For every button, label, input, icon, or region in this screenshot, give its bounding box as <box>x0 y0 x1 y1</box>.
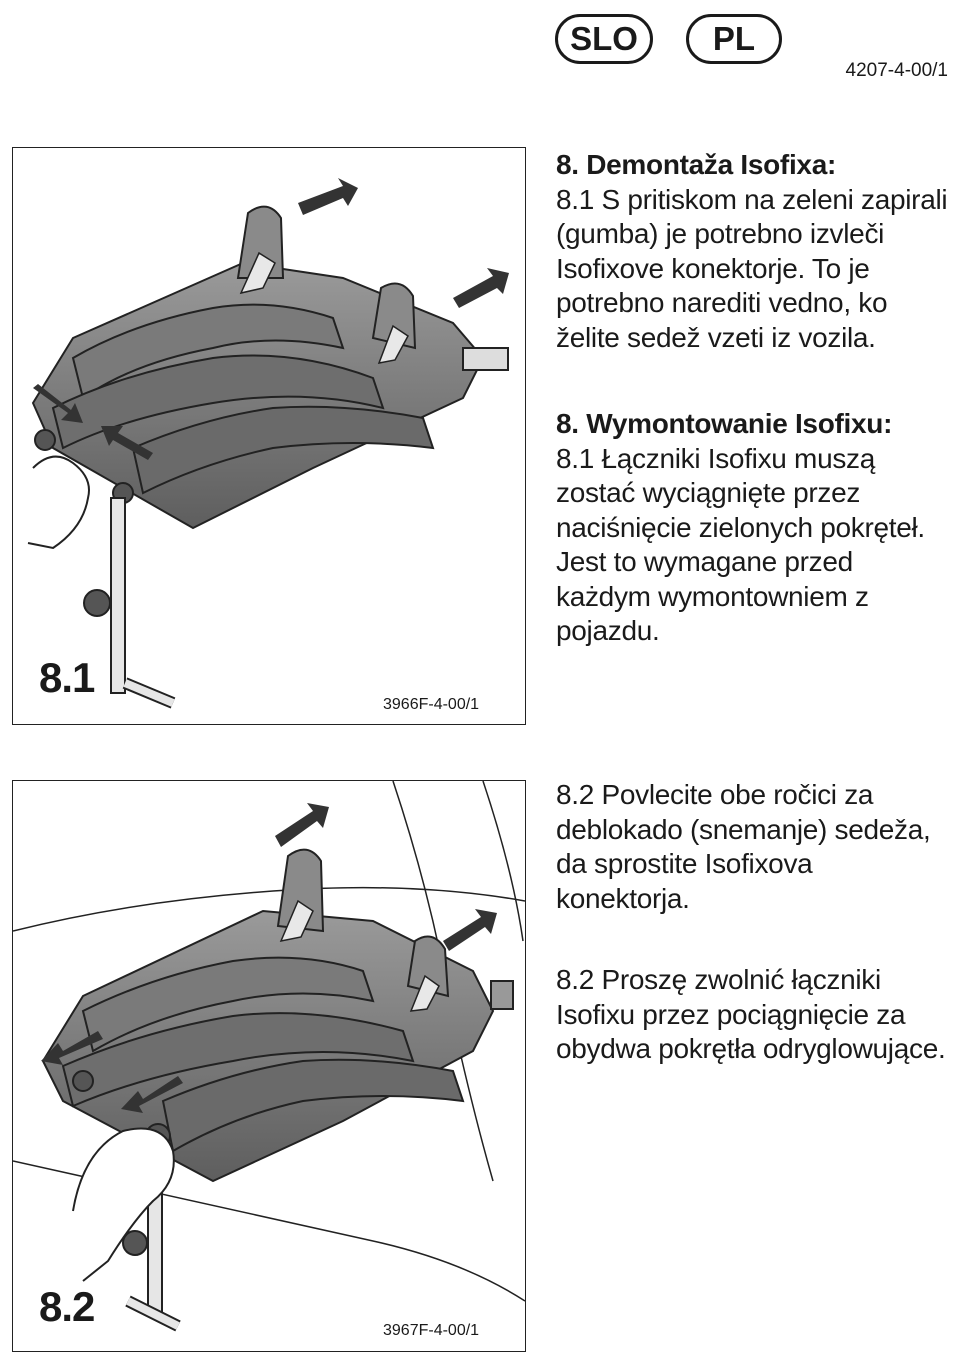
section-slo-8-2: 8.2 Povlecite obe ročici za deblokado (s… <box>556 778 956 916</box>
section-heading: 8. Wymontowanie Isofixu: <box>556 408 893 439</box>
document-number: 4207-4-00/1 <box>845 60 948 81</box>
text-line: zostać wyciągnięte przez <box>556 477 861 508</box>
figure-label: 8.1 <box>39 654 95 701</box>
text-line: Jest to wymagane przed <box>556 546 853 577</box>
isofix-base-illustration-1 <box>27 178 509 709</box>
section-slo-8-1: 8. Demontaža Isofixa: 8.1 S pritiskom na… <box>556 148 956 355</box>
text-line: 8.2 Povlecite obe ročici za <box>556 779 874 810</box>
figure-8-1: 8.1 3966F-4-00/1 <box>12 147 526 725</box>
section-heading: 8. Demontaža Isofixa: <box>556 149 837 180</box>
text-line: Isofixove konektorje. To je <box>556 252 870 284</box>
text-line: pojazdu. <box>556 615 660 646</box>
text-line: 8.1 S pritiskom na zeleni zapirali <box>556 183 948 215</box>
isofix-base-illustration-2 <box>13 781 525 1332</box>
section-pl-8-1: 8. Wymontowanie Isofixu: 8.1 Łączniki Is… <box>556 407 956 649</box>
text-line: naciśnięcie zielonych pokręteł. <box>556 511 925 543</box>
figure-label: 8.2 <box>39 1283 95 1330</box>
text-line: želite sedež vzeti iz vozila. <box>556 321 876 353</box>
text-line: 8.2 Proszę zwolnić łączniki <box>556 964 881 995</box>
text-line: potrebno narediti vedno, ko <box>556 287 888 318</box>
text-line: 8.1 Łączniki Isofixu muszą <box>556 442 876 474</box>
text-line: konektorja. <box>556 882 690 914</box>
text-line: obydwa pokrętła odryglowujące. <box>556 1033 946 1064</box>
text-line: da sprostite Isofixova <box>556 848 813 879</box>
figure-code: 3966F-4-00/1 <box>383 696 480 713</box>
text-line: deblokado (snemanje) sedeža, <box>556 813 931 845</box>
text-line: Isofixu przez pociągnięcie za <box>556 998 906 1030</box>
figure-code: 3967F-4-00/1 <box>383 1322 480 1339</box>
text-line: (gumba) je potrebno izvleči <box>556 218 885 249</box>
figure-8-2: 8.2 3967F-4-00/1 <box>12 780 526 1352</box>
text-line: każdym wymontowniem z <box>556 580 869 612</box>
language-badge-slo: SLO <box>555 14 653 64</box>
language-badge-pl: PL <box>686 14 782 64</box>
section-pl-8-2: 8.2 Proszę zwolnić łączniki Isofixu prze… <box>556 963 956 1067</box>
